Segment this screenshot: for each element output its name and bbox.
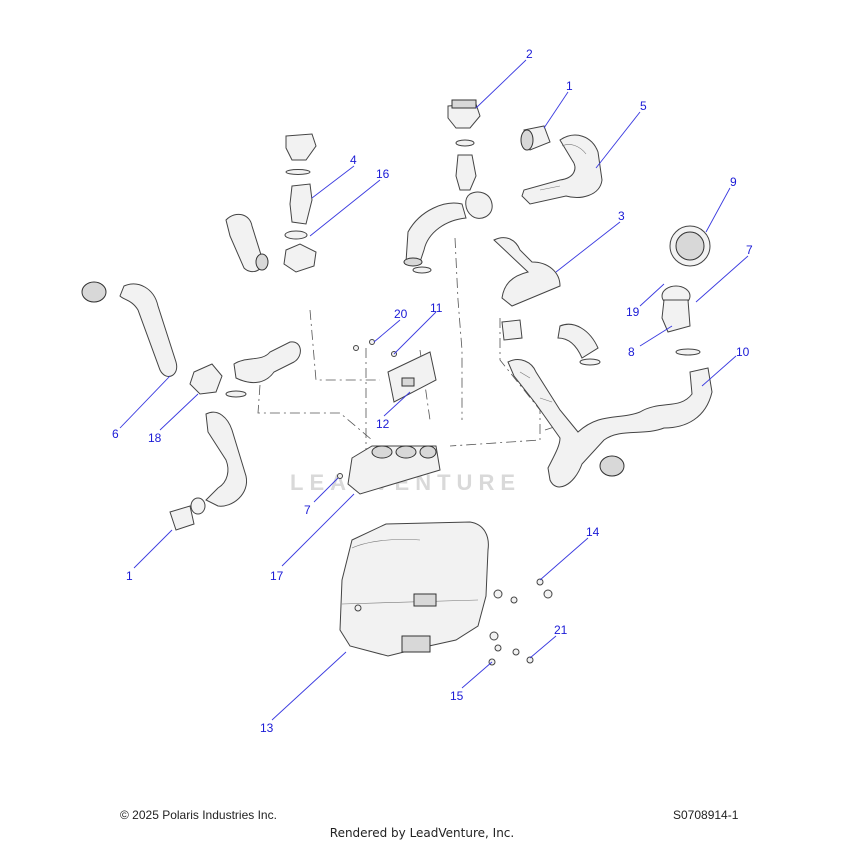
callout-14: 14: [586, 525, 600, 539]
rendered-by-text: Rendered by LeadVenture, Inc.: [329, 826, 515, 840]
left-upper-hose: [225, 213, 269, 273]
part-8-elbow: [661, 285, 701, 356]
callout-5: 5: [640, 99, 647, 113]
part-3-hose: [403, 202, 561, 341]
copyright-text: © 2025 Polaris Industries Inc.: [120, 808, 277, 822]
part-11-bracket: [353, 339, 437, 403]
part-9-ring: [669, 225, 711, 267]
callout-7-right: 7: [746, 243, 753, 257]
callout-10: 10: [736, 345, 750, 359]
callout-2: 2: [526, 47, 533, 61]
callout-3: 3: [618, 209, 625, 223]
callout-19: 19: [626, 305, 640, 319]
part-1-lower-hose: [169, 411, 248, 531]
callout-18: 18: [148, 431, 162, 445]
part-4-intake-stack: [283, 133, 317, 273]
callouts: 2 1 5 4 16 9 3 7 11 20 19 8 10 6 18 12 7…: [112, 47, 753, 735]
callout-1-lower: 1: [126, 569, 133, 583]
part-13-airbox: [339, 521, 489, 657]
callout-8: 8: [628, 345, 635, 359]
callout-16: 16: [376, 167, 390, 181]
leader-lines: [119, 59, 749, 721]
callout-12: 12: [376, 417, 390, 431]
callout-11: 11: [430, 301, 443, 315]
callout-7-left: 7: [304, 503, 311, 517]
left-mid-elbow: [225, 341, 301, 398]
figure-id: S0708914-1: [673, 808, 739, 822]
callout-21: 21: [554, 623, 568, 637]
part-1-upper-coupler: [520, 125, 551, 151]
small-elbow: [557, 323, 601, 366]
part-5-duct: [521, 134, 603, 205]
callout-9: 9: [730, 175, 737, 189]
callout-4: 4: [350, 153, 357, 167]
part-6-hose: [81, 281, 178, 377]
callout-13: 13: [260, 721, 274, 735]
callout-1-upper: 1: [566, 79, 573, 93]
callout-15: 15: [450, 689, 464, 703]
part-18-tee: [189, 363, 223, 395]
part-17-airbox-cover: [337, 445, 441, 495]
callout-17: 17: [270, 569, 284, 583]
hardware-fasteners: [488, 578, 553, 666]
part-2-intake-bracket: [447, 99, 493, 219]
part-10-long-duct: [507, 359, 713, 488]
callout-20: 20: [394, 307, 408, 321]
callout-6: 6: [112, 427, 119, 441]
